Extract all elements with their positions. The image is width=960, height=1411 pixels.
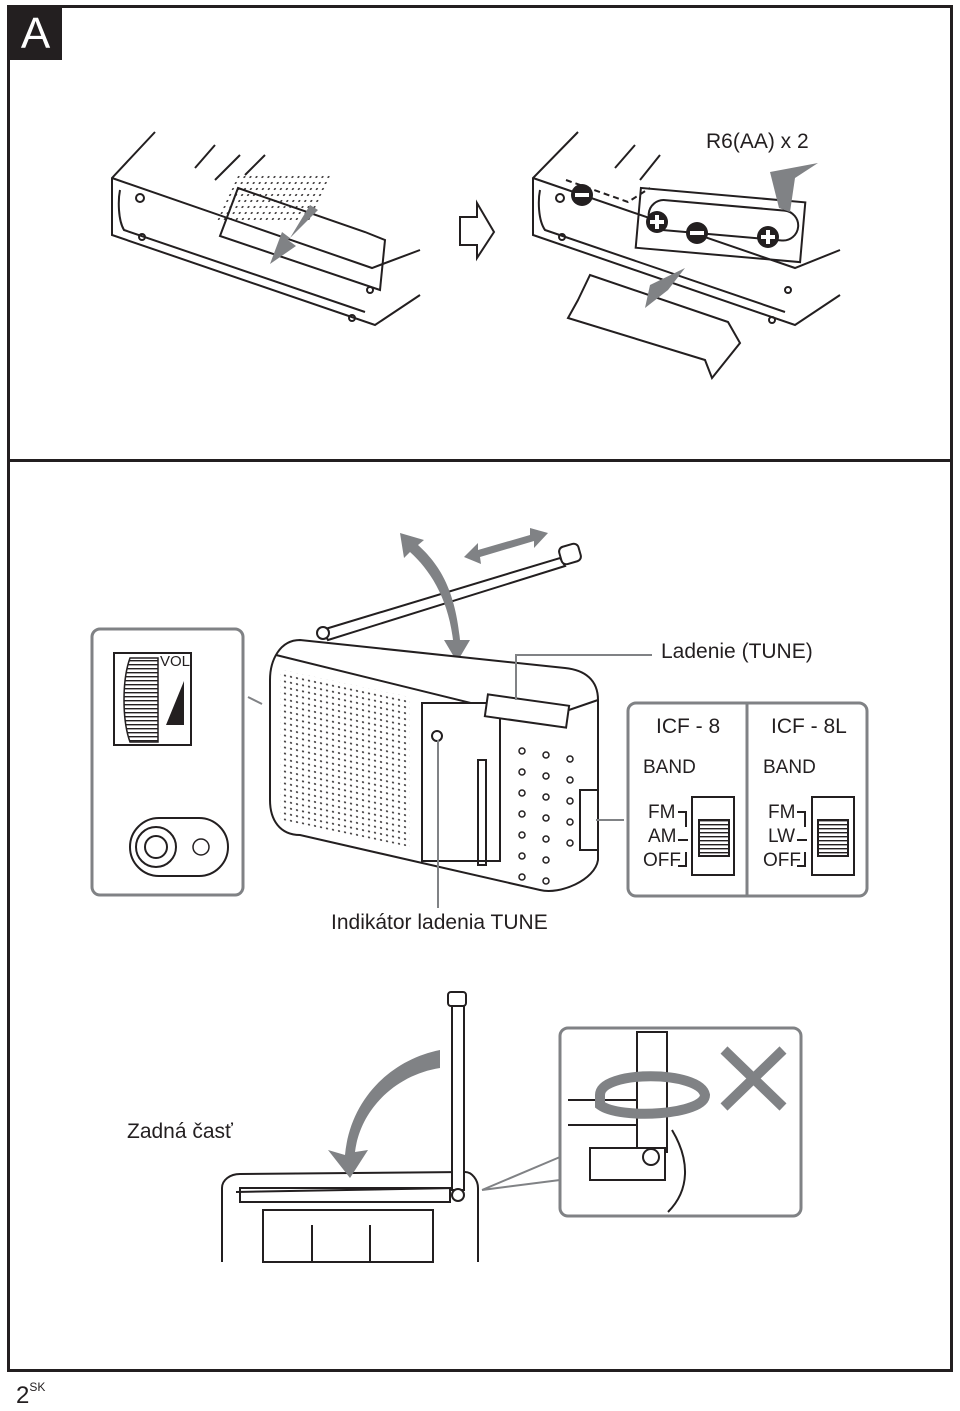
- page-frame: [7, 5, 953, 1372]
- volume-panel: [90, 627, 245, 897]
- band-position-off-1: OFF: [643, 850, 681, 871]
- tune-indicator-label: Indikátor ladenia TUNE: [331, 911, 548, 934]
- band-switch-panel: [626, 701, 869, 898]
- back-side-label: Zadná časť: [127, 1120, 233, 1143]
- band-switch-icons: [678, 796, 855, 876]
- open-arrow-icon: [270, 205, 318, 264]
- vol-label: VOL: [160, 653, 191, 670]
- section-divider: [7, 459, 953, 462]
- vol-leader-line: [247, 696, 263, 705]
- band-label-1: BAND: [643, 757, 696, 778]
- tune-label: Ladenie (TUNE): [661, 640, 813, 663]
- radio-holes: [518, 747, 574, 885]
- zoom-leader-lines: [481, 1156, 561, 1191]
- tune-leader-line: [515, 654, 652, 700]
- earphone-icon: [192, 838, 210, 856]
- antenna-rotate-arrow-icon: [400, 533, 470, 662]
- page-number: 2SK: [16, 1380, 46, 1410]
- page-number-value: 2: [16, 1382, 30, 1409]
- battery-step-open: [111, 131, 421, 327]
- model-name-2: ICF - 8L: [771, 715, 847, 738]
- band-position-am-1: AM: [648, 826, 677, 847]
- page-language: SK: [29, 1380, 46, 1394]
- model-name-1: ICF - 8: [656, 715, 721, 738]
- radio-body: [269, 638, 599, 892]
- antenna-slide-arrow-icon: [464, 528, 548, 564]
- band-position-fm-1: FM: [648, 802, 676, 823]
- section-badge: A: [9, 7, 62, 60]
- fold-antenna-arrow-icon: [328, 1050, 440, 1178]
- next-step-arrow-icon: [459, 199, 496, 262]
- insert-arrow-icon: [770, 163, 818, 212]
- prohibited-cross-icon: [720, 1046, 787, 1111]
- band-position-off-2: OFF: [763, 850, 801, 871]
- band-label-2: BAND: [763, 757, 816, 778]
- close-cover-arrow-icon: [645, 268, 685, 308]
- radio-back: [221, 991, 479, 1263]
- band-position-lw-2: LW: [768, 826, 796, 847]
- zoom-detail-box: [558, 1026, 803, 1218]
- twist-arrow-icon: [595, 1071, 711, 1119]
- battery-polarity-icons: [571, 184, 779, 248]
- band-position-fm-2: FM: [768, 802, 796, 823]
- battery-spec-label: R6(AA) x 2: [706, 130, 809, 153]
